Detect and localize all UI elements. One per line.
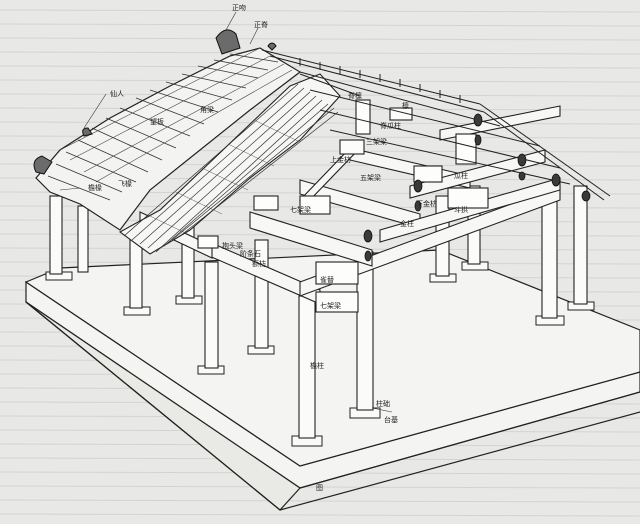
bracket [414, 200, 422, 212]
beam-seven [249, 211, 373, 267]
beam-back [439, 105, 561, 141]
bracket [473, 113, 483, 127]
label-eave-rafter: 檐椽 [88, 183, 102, 192]
label-column-gold: 金柱 [400, 219, 414, 228]
label-beam-five: 五架梁 [360, 173, 381, 182]
label-ridge: 正脊 [254, 20, 268, 29]
label-beam-end: 七架梁 [320, 301, 341, 310]
label-column-eave: 檐柱 [310, 361, 324, 370]
ridge-posts [299, 58, 461, 103]
label-ridge-post: 脊瓜柱 [380, 121, 401, 130]
column [541, 193, 558, 319]
label-short-column: 瓜柱 [454, 171, 468, 180]
rafters-front [118, 73, 341, 255]
beam-end-block [197, 235, 219, 249]
bracket [474, 134, 482, 146]
roof-left [35, 47, 302, 231]
beam-blocks [197, 99, 489, 313]
label-corner-beam: 抱头梁 [222, 241, 243, 250]
label-flying-rafter: 飞椽 [118, 179, 132, 188]
column [204, 261, 219, 369]
beam-end-block [455, 133, 477, 165]
label-beam-upper: 上金枋 [330, 155, 351, 164]
label-tie-beam: 额枋 [252, 259, 266, 268]
beam-end-block [413, 165, 443, 183]
label-platform: 台基 [384, 415, 398, 424]
label-beam-lower: 下金枋 [416, 199, 437, 208]
beam-end-block [299, 195, 331, 215]
beam-end-block [315, 291, 359, 313]
bracket [363, 229, 373, 243]
column [77, 205, 89, 273]
beam-lower [379, 177, 561, 243]
bracket [551, 173, 561, 187]
figure-caption: 图 [316, 484, 323, 492]
leader-lines [59, 11, 393, 413]
column [356, 251, 374, 411]
label-purlin: 檩 [402, 101, 409, 110]
label-ridge-ornament: 正吻 [232, 3, 246, 12]
column [573, 185, 588, 305]
label-beam-seven: 七架梁 [290, 205, 311, 214]
beam-end-block [447, 187, 489, 209]
beam-end-block [339, 139, 365, 155]
bracket [517, 153, 527, 167]
bracket [364, 250, 372, 262]
bracket-nodes [363, 113, 591, 262]
beam-end-block [315, 261, 359, 285]
labels: 正吻 正脊 仙人 檐椽 飞椽 望板 角梁 脊檩 檩 脊瓜柱 三架梁 上金枋 五架… [88, 3, 468, 492]
bracket [413, 179, 423, 193]
beam-end-block [253, 195, 279, 211]
beam-end-block [355, 99, 371, 135]
column [49, 195, 63, 275]
label-beam-three: 三架梁 [366, 137, 387, 146]
label-column-base: 柱础 [376, 399, 390, 408]
label-sparrow-brace: 雀替 [320, 275, 334, 284]
tie-beam-right-front [299, 185, 561, 297]
label-step-stone: 阶条石 [240, 249, 261, 258]
label-hip-beast: 仙人 [110, 89, 124, 98]
label-bracket: 斗拱 [454, 205, 468, 214]
column-bases [45, 261, 595, 447]
label-hip-rafter: 角梁 [200, 105, 214, 114]
bracket [581, 190, 591, 202]
label-plank: 望板 [150, 117, 164, 126]
label-purlin-top: 脊檩 [348, 91, 362, 100]
bracket [518, 171, 526, 181]
beam-upper [409, 149, 546, 199]
ridge-ornament [33, 29, 277, 175]
